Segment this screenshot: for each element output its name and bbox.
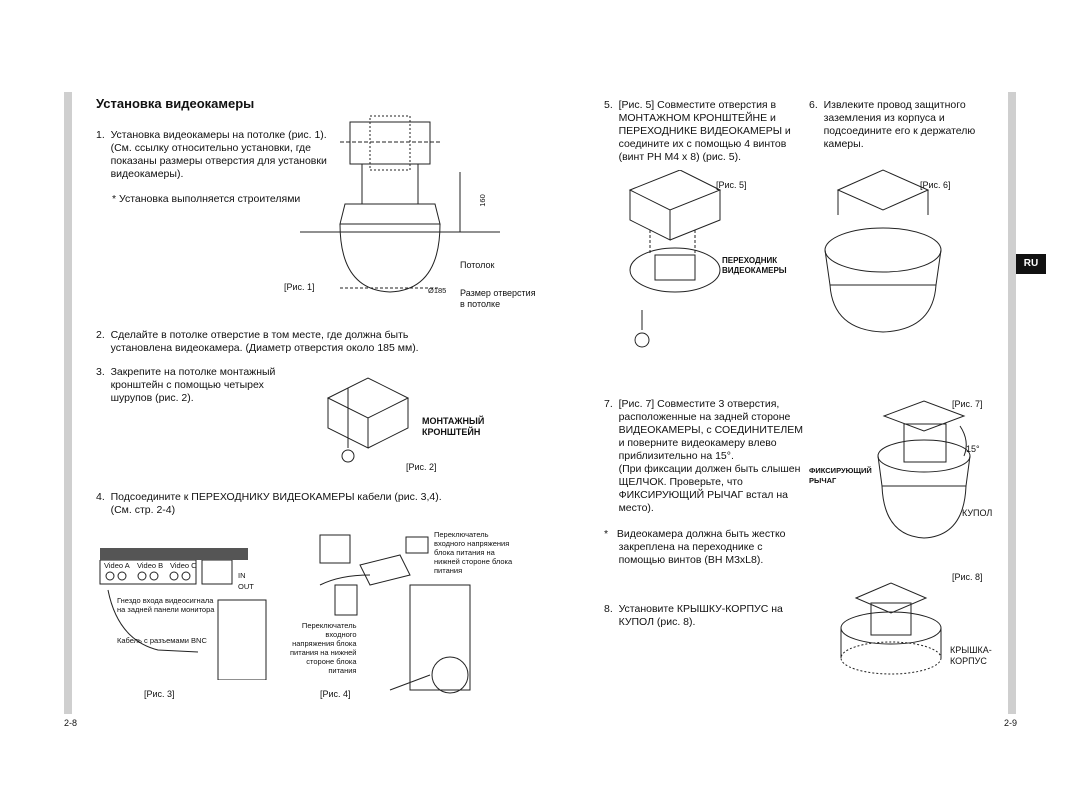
fig7-lever-label: ФИКСИРУЮЩИЙ РЫЧАГ: [809, 466, 872, 485]
fig1-ceiling-label: Потолок: [460, 260, 495, 270]
step-3-text: 3. Закрепите на потолке монтажный кроншт…: [96, 366, 276, 404]
left-page-number: 2-8: [64, 718, 78, 728]
fig7-angle: 15°: [966, 444, 980, 454]
step-7-note: * Видеокамера должна быть жестко закрепл…: [604, 528, 786, 566]
fig6-housing-drawing: [824, 169, 942, 333]
fig3-cable-label: Кабель с разъемами BNC: [117, 636, 207, 645]
fig2-label: МОНТАЖНЫЙ КРОНШТЕЙН: [422, 416, 485, 437]
step-1-text: 1. Установка видеокамеры на потолке (рис…: [96, 129, 327, 180]
fig8-caption: [Рис. 8]: [952, 572, 983, 582]
fig2-bracket-drawing: [326, 377, 410, 463]
fig5-label: ПЕРЕХОДНИК ВИДЕОКАМЕРЫ: [722, 256, 787, 275]
fig6-caption: [Рис. 6]: [920, 180, 951, 190]
fig2-caption: [Рис. 2]: [406, 462, 437, 472]
right-page-number: 2-9: [1004, 718, 1018, 728]
step-4-text: 4. Подсоедините к ПЕРЕХОДНИКУ ВИДЕОКАМЕР…: [96, 491, 442, 516]
fig1-hole-label: Размер отверстия в потолке: [460, 288, 536, 309]
fig3-caption: [Рис. 3]: [144, 689, 175, 699]
fig5-caption: [Рис. 5]: [716, 180, 747, 190]
fig1-dim-160: 160: [477, 194, 487, 207]
fig3-connection-drawing: [99, 560, 267, 680]
fig8-label: КРЫШКА- КОРПУС: [950, 645, 992, 666]
fig7-dome-label: КУПОЛ: [962, 508, 993, 518]
fig3-jack-label: Гнездо входа видеосигнала на задней пане…: [117, 596, 215, 614]
fig1-caption: [Рис. 1]: [284, 282, 315, 292]
fig3-label-c: Video C: [170, 561, 197, 570]
left-margin-bar: [64, 92, 72, 714]
fig1-dim-185: Ø185: [428, 286, 447, 295]
fig3-in-label: IN: [238, 571, 246, 580]
step-8-text: 8. Установите КРЫШКУ-КОРПУС на КУПОЛ (ри…: [604, 603, 783, 628]
section-title: Установка видеокамеры: [96, 96, 255, 111]
step-2-text: 2. Сделайте в потолке отверстие в том ме…: [96, 329, 419, 354]
fig1-ceiling-mount-drawing: [300, 115, 500, 293]
step-1-note: * Установка выполняется строителями: [112, 193, 301, 205]
language-badge: RU: [1016, 254, 1046, 274]
fig8-cover-drawing: [840, 582, 942, 675]
fig3-label-b: Video B: [137, 561, 164, 570]
right-margin-bar: [1008, 92, 1016, 714]
step-7-text: 7. [Рис. 7] Совместите 3 отверстия, расп…: [604, 398, 803, 514]
fig4-switch-bottom-label: Переключатель входного напряжения блока …: [290, 621, 357, 675]
fig3-out-label: OUT: [238, 582, 254, 591]
fig4-power-drawing: [319, 534, 471, 694]
fig7-caption: [Рис. 7]: [952, 399, 983, 409]
fig3-label-a: Video A: [104, 561, 130, 570]
fig4-switch-top-label: Переключатель входного напряжения блока …: [434, 530, 513, 575]
step-6-text: 6. Извлеките провод защитного заземления…: [809, 99, 976, 150]
fig7-camera-drawing: [877, 400, 971, 539]
fig3-monitor-panel: [100, 548, 248, 560]
fig4-caption: [Рис. 4]: [320, 689, 351, 699]
fig5-adapter-drawing: [628, 170, 722, 348]
step-5-text: 5. [Рис. 5] Совместите отверстия в МОНТА…: [604, 99, 791, 163]
